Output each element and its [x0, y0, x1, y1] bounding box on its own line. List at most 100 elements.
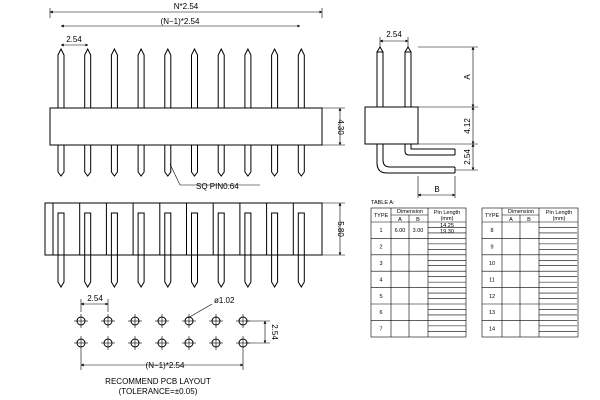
table-row: 4	[379, 277, 382, 283]
pcb-hole	[101, 314, 115, 328]
pcb-tolerance: (TOLERANCE=±0.05)	[119, 387, 198, 396]
front-pin	[292, 203, 305, 288]
table-b-h-a: A	[509, 217, 513, 223]
table-b-h-dimension: Dimension	[508, 209, 534, 215]
table-a-caption: TABLE A:	[371, 200, 395, 206]
table-row: 3	[379, 261, 382, 267]
row-dim-a: 6.00	[395, 228, 406, 234]
pcb-hole	[74, 314, 88, 328]
row-type: 14	[489, 327, 495, 333]
pcb-dim-pitch-v: 2.54	[270, 324, 279, 340]
table-b-h-pin-length: Pin Length	[546, 210, 572, 216]
pcb-hole	[101, 336, 115, 350]
row-type: 13	[489, 310, 495, 316]
top-pin	[84, 47, 92, 177]
front-pin	[239, 203, 252, 288]
top-view: N*2.54 (N−1)*2.54 2.54 4.30 SQ PIN0.64	[49, 2, 345, 191]
row-pin-length-1: 14.25	[440, 223, 454, 229]
front-view: 5.80	[44, 202, 345, 288]
dim-span-label: (N−1)*2.54	[161, 17, 200, 26]
front-pin	[79, 203, 92, 288]
pcb-layout: 2.54 ø1.02 2.54 (N−1)*2.54 RECOMMEND PCB…	[74, 294, 279, 396]
table-b-h-type: TYPE	[485, 213, 500, 219]
row-type: 3	[379, 261, 382, 267]
pcb-hole	[74, 336, 88, 350]
row-type: 1	[379, 228, 382, 234]
table-row: 2	[379, 245, 382, 251]
table-b-h-b: B	[527, 217, 531, 223]
front-dim-height-label: 5.80	[336, 221, 345, 237]
table-a-h-a: A	[398, 217, 402, 223]
pcb-title: RECOMMEND PCB LAYOUT	[105, 377, 211, 386]
pin-note-label: SQ PIN0.64	[196, 182, 239, 191]
row-type: 9	[490, 245, 493, 251]
row-type: 4	[379, 277, 382, 283]
row-type: 6	[379, 310, 382, 316]
table-a-h-dimension: Dimension	[397, 209, 423, 215]
dim-total-label: N*2.54	[174, 2, 199, 11]
pcb-hole	[128, 336, 142, 350]
front-pin	[186, 203, 198, 288]
table-row: 6	[379, 310, 382, 316]
pcb-dim-pitch-h: 2.54	[87, 294, 103, 303]
pcb-dim-span: (N−1)*2.54	[146, 361, 185, 370]
side-label-b: B	[434, 185, 439, 194]
front-pin	[132, 203, 145, 288]
side-housing	[364, 106, 419, 145]
top-pin	[57, 47, 65, 177]
top-pin	[164, 47, 172, 177]
row-type: 5	[379, 294, 382, 300]
row-type: 10	[489, 261, 495, 267]
top-housing	[49, 107, 323, 146]
top-pin	[244, 47, 252, 177]
top-pin	[191, 47, 198, 177]
pcb-hole	[182, 336, 196, 350]
side-pin-right	[404, 51, 412, 108]
table-row: 11	[489, 277, 495, 283]
side-dim-body-label: 4.12	[463, 118, 472, 134]
pcb-hole	[209, 314, 223, 328]
front-pin	[52, 203, 65, 288]
top-pins	[57, 47, 305, 177]
table-a-h-unit: (mm)	[441, 216, 454, 222]
front-pin	[212, 203, 225, 288]
table-row: 5	[379, 294, 382, 300]
table-row: 12	[489, 294, 495, 300]
pcb-hole	[155, 314, 169, 328]
top-pin	[137, 47, 145, 177]
dim-height-label: 4.30	[336, 119, 345, 135]
row-dim-b: 3.00	[413, 228, 424, 234]
top-pin	[297, 47, 305, 177]
pcb-hole	[155, 336, 169, 350]
row-type: 7	[379, 327, 382, 333]
row-pin-length-2: 19.30	[440, 229, 454, 235]
pcb-hole	[182, 314, 196, 328]
front-pin	[105, 203, 118, 288]
pcb-hole	[128, 314, 142, 328]
row-type: 2	[379, 245, 382, 251]
pcb-holes	[74, 314, 250, 350]
table-row: 9	[490, 245, 493, 251]
side-view: 2.54 A 4.12 2.54 B	[364, 30, 478, 198]
row-type: 11	[489, 277, 495, 283]
top-pin	[271, 47, 279, 177]
table-row: 7	[379, 327, 382, 333]
side-label-a: A	[463, 74, 472, 80]
table-row: 13	[489, 310, 495, 316]
table-a-h-b: B	[416, 217, 420, 223]
table-row: 10	[489, 261, 495, 267]
row-type: 8	[490, 228, 493, 234]
table-a-h-type: TYPE	[374, 213, 389, 219]
front-pins	[52, 203, 305, 288]
side-pin-left	[376, 51, 384, 108]
pcb-hole	[209, 336, 223, 350]
table-a: TABLE A: TYPE Dimension A B Pin Length (…	[370, 200, 467, 338]
side-dim-offset-label: 2.54	[463, 149, 472, 165]
top-pin	[217, 47, 225, 177]
top-pin	[110, 47, 118, 177]
table-b-h-unit: (mm)	[553, 216, 566, 222]
table-b: TYPE Dimension A B Pin Length (mm) 8 9 10 1…	[481, 207, 579, 338]
table-row: 8	[490, 228, 493, 234]
